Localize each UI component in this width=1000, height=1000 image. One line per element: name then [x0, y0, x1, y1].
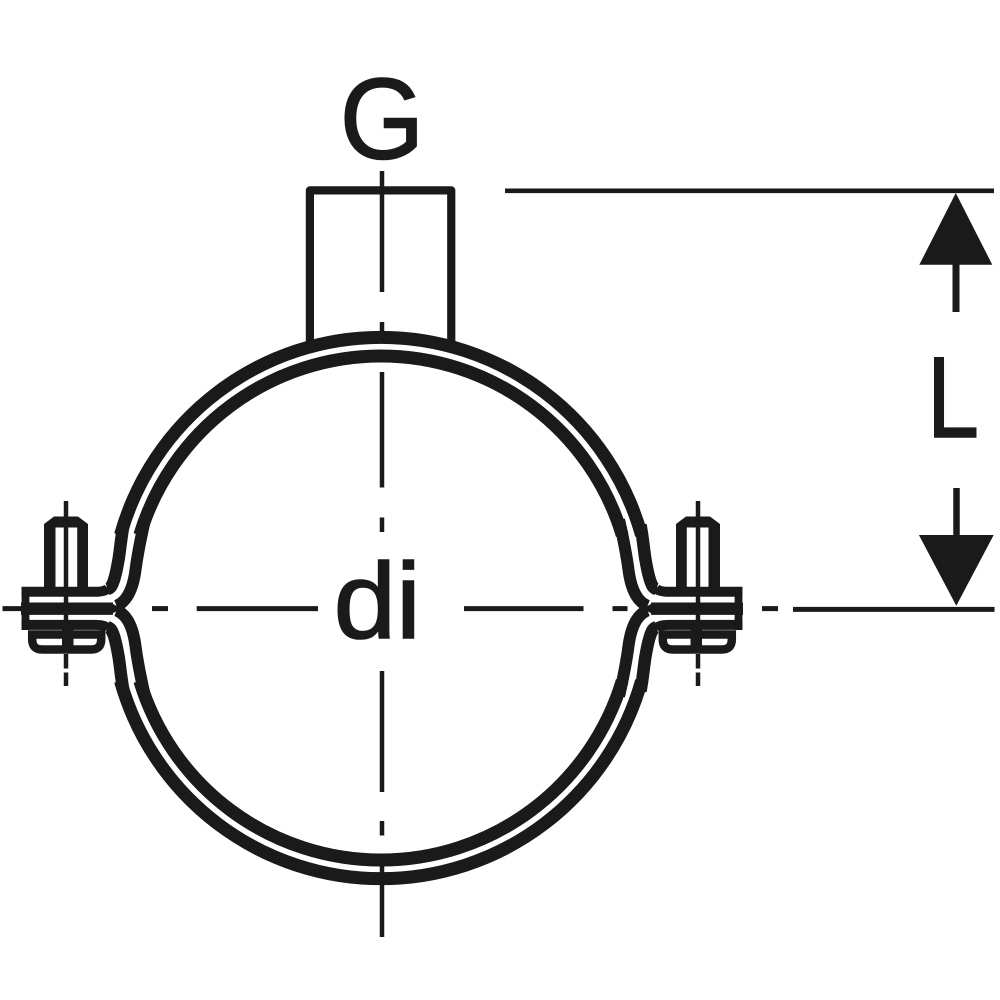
svg-text:di: di — [334, 541, 421, 661]
svg-text:G: G — [340, 55, 425, 183]
svg-text:L: L — [927, 334, 979, 463]
